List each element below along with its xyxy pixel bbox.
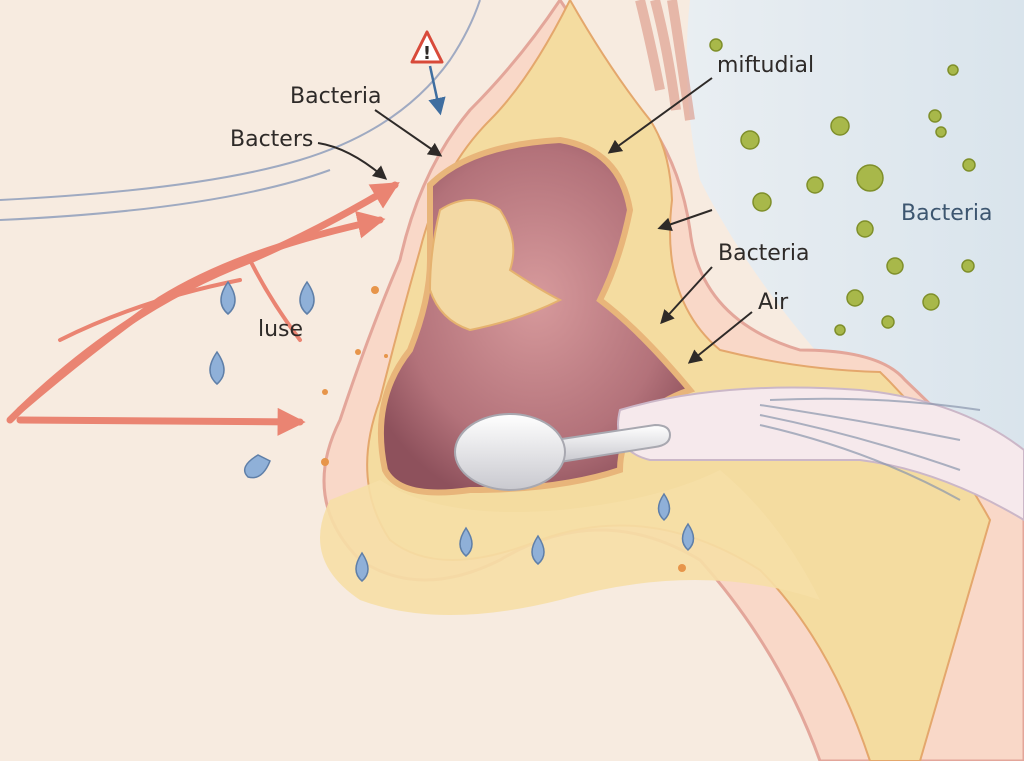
bacteria-icon	[961, 259, 975, 273]
pinna-ridge-stripes	[635, 0, 695, 121]
water-drop-icon	[220, 280, 236, 315]
label-bacteria-top: Bacteria	[290, 84, 382, 109]
bacteria-cloud	[709, 38, 976, 336]
bacteria-icon	[856, 164, 884, 192]
label-bacters: Bacters	[230, 127, 314, 152]
lower-tissue-band	[320, 470, 820, 615]
bacteria-icon	[709, 38, 723, 52]
warning-triangle-icon: !	[410, 30, 444, 64]
bacteria-icon	[806, 176, 824, 194]
label-luse: luse	[258, 317, 304, 342]
leader-arrows	[317, 77, 753, 364]
bacteria-icon	[830, 116, 850, 136]
bacteria-icon	[846, 289, 864, 307]
warning-mark: !	[423, 43, 431, 64]
label-bacteria-right: Bacteria	[901, 201, 993, 226]
bacteria-icon	[740, 130, 760, 150]
canal-inner-lobe	[428, 199, 563, 332]
bacteria-icon	[834, 324, 846, 336]
water-drops	[209, 280, 695, 582]
bacteria-icon	[886, 257, 904, 275]
label-miftudial: miftudial	[717, 53, 815, 78]
earbud-icon	[454, 413, 672, 491]
blood-vessel-arrows	[6, 181, 400, 436]
water-drop-icon	[531, 534, 545, 565]
water-drop-icon	[459, 526, 473, 557]
bacteria-icon	[881, 315, 895, 329]
water-drop-icon	[299, 280, 315, 315]
bacteria-icon	[752, 192, 772, 212]
eardrum-passage	[617, 386, 1024, 522]
water-drop-icon	[243, 454, 271, 479]
water-drop-icon	[355, 551, 369, 582]
bacteria-icon	[928, 109, 942, 123]
bacteria-icon	[922, 293, 940, 311]
bacteria-icon	[856, 220, 874, 238]
bacteria-icon	[947, 64, 959, 76]
water-drop-icon	[657, 492, 671, 522]
bacteria-icon	[962, 158, 976, 172]
label-bacteria-mid: Bacteria	[718, 241, 810, 266]
label-air: Air	[758, 290, 789, 315]
water-drop-icon	[681, 522, 695, 552]
water-drop-icon	[209, 350, 225, 385]
bacteria-icon	[935, 126, 947, 138]
star-particles	[321, 286, 686, 572]
warning-arrow	[428, 65, 446, 116]
nerve-fibers	[759, 397, 981, 501]
